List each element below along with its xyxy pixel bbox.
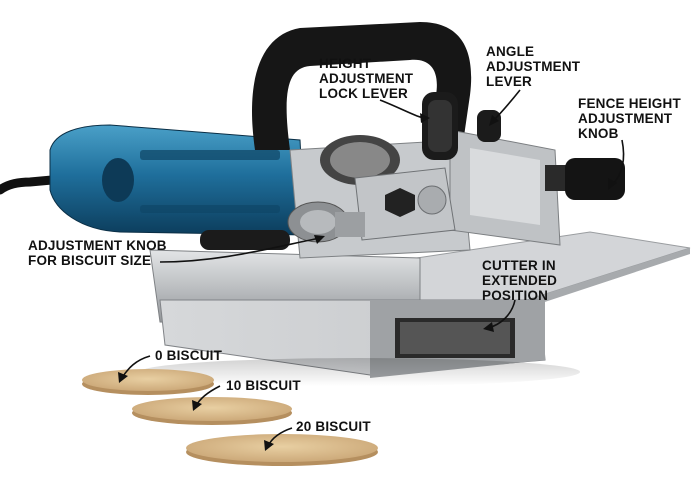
label-line: POSITION: [482, 288, 549, 303]
label-line: ADJUSTMENT: [486, 59, 581, 74]
shadow: [140, 358, 580, 386]
label-line: ANGLE: [486, 44, 535, 59]
label-line: ADJUSTMENT: [319, 71, 414, 86]
label-line: LEVER: [486, 74, 533, 89]
angle-fence: [449, 129, 561, 246]
hex-clamp: [354, 167, 456, 241]
biscuit-0: [82, 369, 214, 395]
arrow-height-lock: [379, 99, 427, 119]
arrow-angle: [491, 89, 521, 123]
height-lock-lever: [422, 92, 458, 160]
handle: [252, 22, 472, 150]
label-line: HEIGHT: [319, 56, 372, 71]
label-fence-height-knob: FENCE HEIGHT ADJUSTMENT KNOB: [578, 96, 681, 141]
arrow-biscuit-size: [159, 237, 321, 263]
biscuit-10: [132, 397, 292, 425]
label-height-lock-lever: HEIGHT ADJUSTMENT LOCK LEVER: [319, 56, 413, 101]
label-cutter: CUTTER IN EXTENDED POSITION: [482, 258, 557, 303]
power-cord: [0, 175, 57, 195]
fence-height-knob: [545, 158, 625, 200]
label-line: FOR BISCUIT SIZE: [28, 253, 152, 268]
label-angle-lever: ANGLE ADJUSTMENT LEVER: [486, 44, 580, 89]
label-biscuit-20: 20 BISCUIT: [296, 419, 371, 434]
label-biscuit-0: 0 BISCUIT: [155, 348, 223, 363]
biscuit-size-knob: [200, 201, 365, 250]
biscuit-20: [186, 434, 378, 466]
label-line: FENCE HEIGHT: [578, 96, 681, 111]
label-biscuit-size-knob: ADJUSTMENT KNOB FOR BISCUIT SIZE: [28, 238, 167, 268]
label-line: KNOB: [578, 126, 619, 141]
label-line: LOCK LEVER: [319, 86, 409, 101]
label-line: ADJUSTMENT: [578, 111, 673, 126]
label-biscuit-10: 10 BISCUIT: [226, 378, 301, 393]
label-line: ADJUSTMENT KNOB: [28, 238, 167, 253]
motor-housing: [49, 124, 306, 236]
arrow-heads: [118, 113, 617, 451]
label-line: EXTENDED: [482, 273, 558, 288]
label-line: CUTTER IN: [482, 258, 556, 273]
